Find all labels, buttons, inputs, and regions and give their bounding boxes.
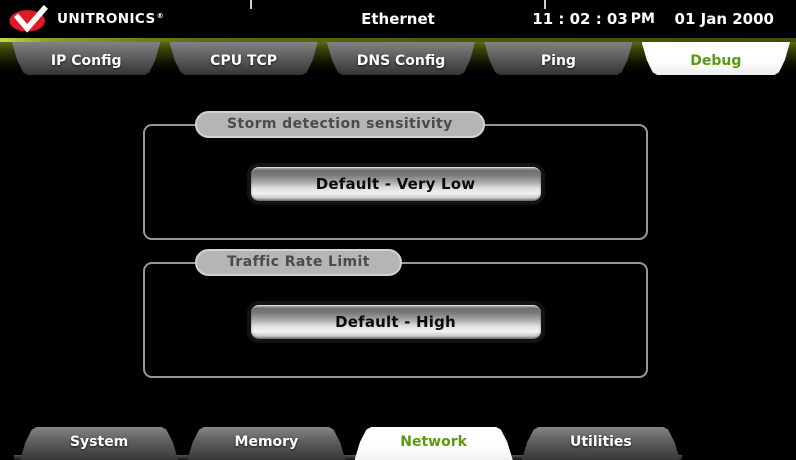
traffic-rate-limit-button[interactable]: Default - High [246,301,545,343]
title-bar: UNITRONICS® Ethernet 11 : 02 : 03 PM 01 … [0,0,796,38]
tab-memory[interactable]: Memory [187,427,346,460]
brand-name: UNITRONICS® [57,11,164,27]
group-title: Traffic Rate Limit [195,249,402,276]
topbar-separator-tick [544,0,546,9]
time-value: 11 : 02 : 03 [532,10,628,28]
tab-debug[interactable]: Debug [641,42,791,75]
brand-logo: UNITRONICS® [8,5,164,33]
traffic-rate-limit-button-label: Default - High [250,305,541,339]
bottom-tabs: System Memory Network Utilities [20,427,680,460]
tab-dns-config[interactable]: DNS Config [326,42,476,75]
group-title: Storm detection sensitivity [195,111,485,138]
main-tab-bar: System Memory Network Utilities [0,427,796,460]
green-accent-strip [0,38,796,42]
storm-sensitivity-button[interactable]: Default - Very Low [246,163,545,205]
meridiem: PM [630,11,655,27]
traffic-rate-limit-group: Traffic Rate Limit Default - High [143,249,648,378]
ethernet-tab-bar: IP Config CPU TCP DNS Config Ping Debug [0,42,796,76]
tab-cpu-tcp[interactable]: CPU TCP [169,42,318,75]
trademark-mark: ® [156,11,164,20]
date-value: 01 Jan 2000 [674,10,774,28]
bottom-tab-base-strip [14,455,682,460]
tab-ping[interactable]: Ping [484,42,633,75]
storm-detection-group: Storm detection sensitivity Default - Ve… [143,111,648,240]
tab-ip-config[interactable]: IP Config [12,42,161,75]
tab-utilities[interactable]: Utilities [521,427,680,460]
clock: 11 : 02 : 03 PM [532,0,655,38]
topbar-separator-tick [250,0,252,9]
unitronics-v-logo-icon [9,5,48,33]
tab-system[interactable]: System [20,427,179,460]
tab-network[interactable]: Network [354,427,513,460]
storm-sensitivity-button-label: Default - Very Low [250,167,541,201]
